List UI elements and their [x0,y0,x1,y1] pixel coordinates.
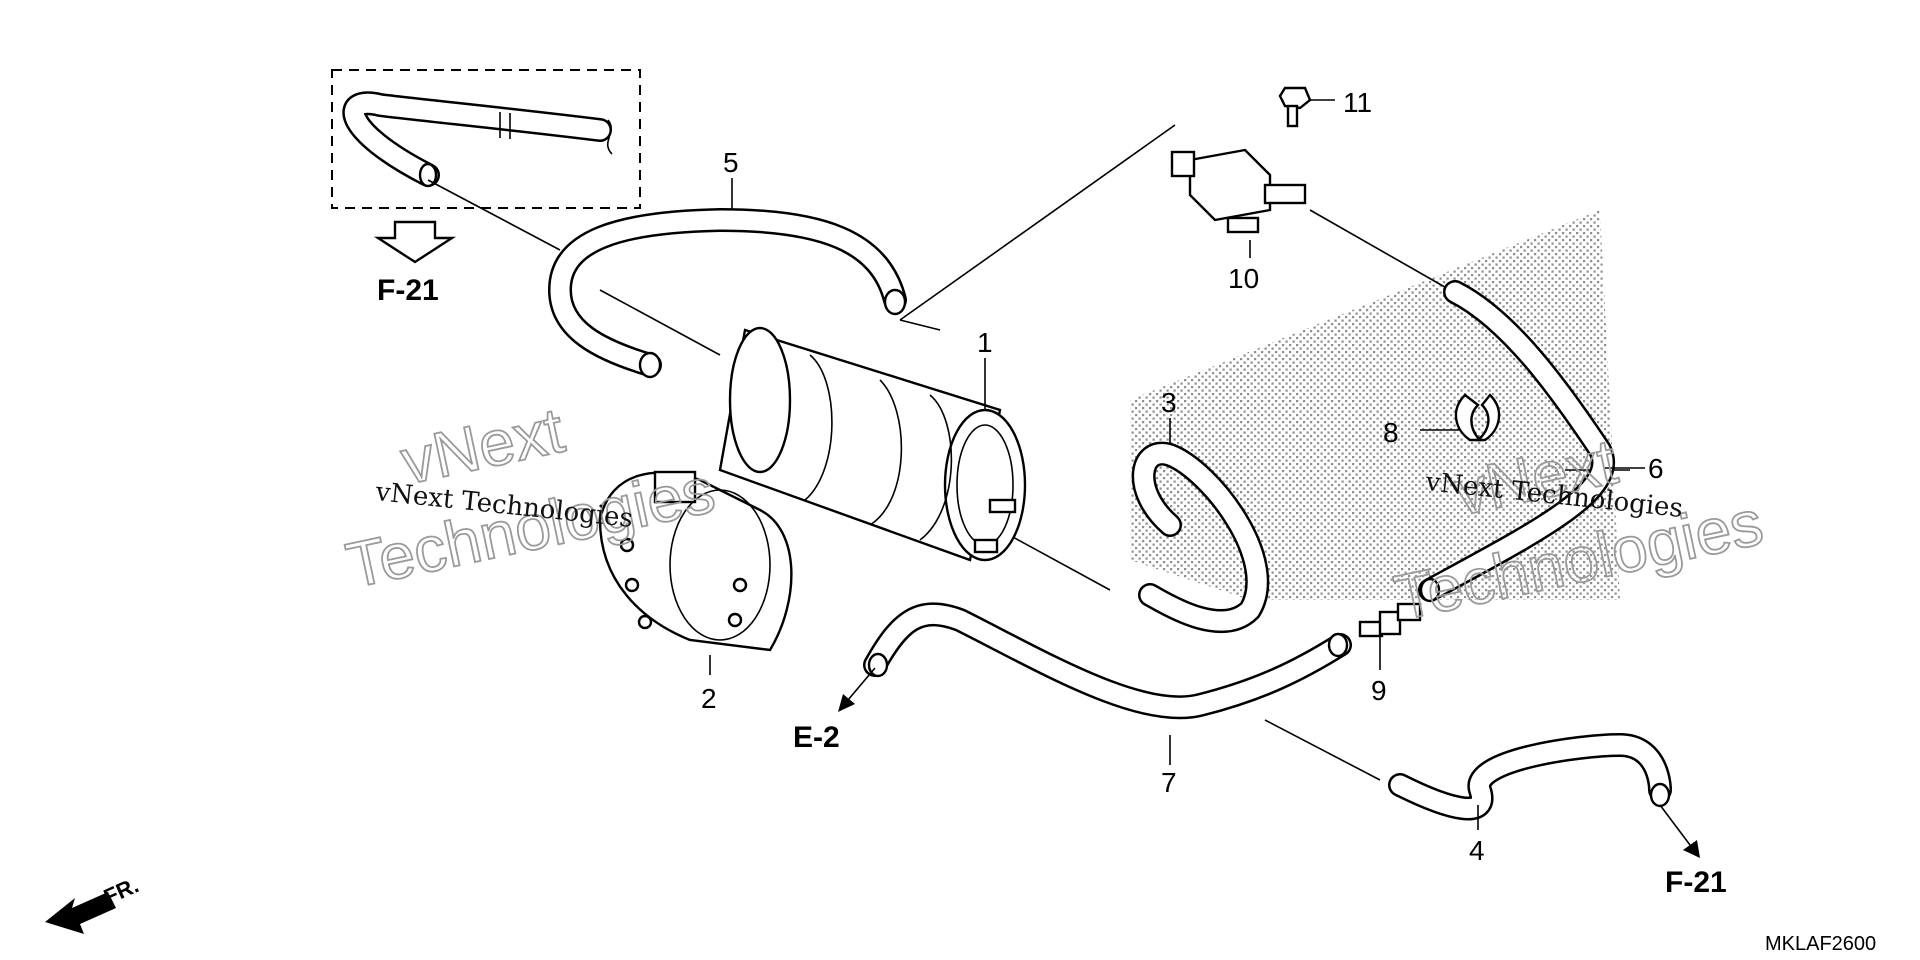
ref-label-bottom-left: E-2 [793,721,840,754]
clip [1420,393,1501,442]
leader-lines [427,124,1630,781]
part-label-6: 6 [1648,453,1664,484]
part-label-8: 8 [1383,417,1399,448]
part-label-3: 3 [1161,387,1177,418]
part-label-9: 9 [1371,675,1387,706]
ref-label-bottom-right: F-21 [1665,866,1727,899]
ref-top-left: F-21 [373,220,457,307]
inset-detail [331,69,641,209]
connector [1358,602,1422,670]
part-label-7: 7 [1161,767,1177,798]
part-label-2: 2 [701,683,717,714]
part-labels: 5 1 2 3 10 11 8 6 9 7 4 [701,87,1664,866]
direction-indicator: FR. [45,872,142,934]
hose-6 [1418,280,1615,603]
hose-5 [548,208,907,379]
hose-3 [1131,441,1270,634]
bolt [1278,86,1335,128]
ref-label-top-left: F-21 [377,274,439,307]
part-label-1: 1 [977,327,993,358]
hose-7 [863,602,1352,720]
solenoid-valve [1170,148,1307,234]
part-label-5: 5 [723,147,739,178]
ref-bottom-right: F-21 [1659,804,1727,899]
hose-4 [1388,733,1672,821]
part-label-10a: 10 [1228,263,1259,294]
part-label-11: 11 [1343,87,1372,118]
part-label-4: 4 [1469,835,1485,866]
band [598,470,793,652]
canister [718,326,1027,562]
diagram-code: MKLAF2600 [1765,933,1876,955]
callout-leaders [709,178,1645,830]
ref-bottom-left: E-2 [793,667,876,754]
